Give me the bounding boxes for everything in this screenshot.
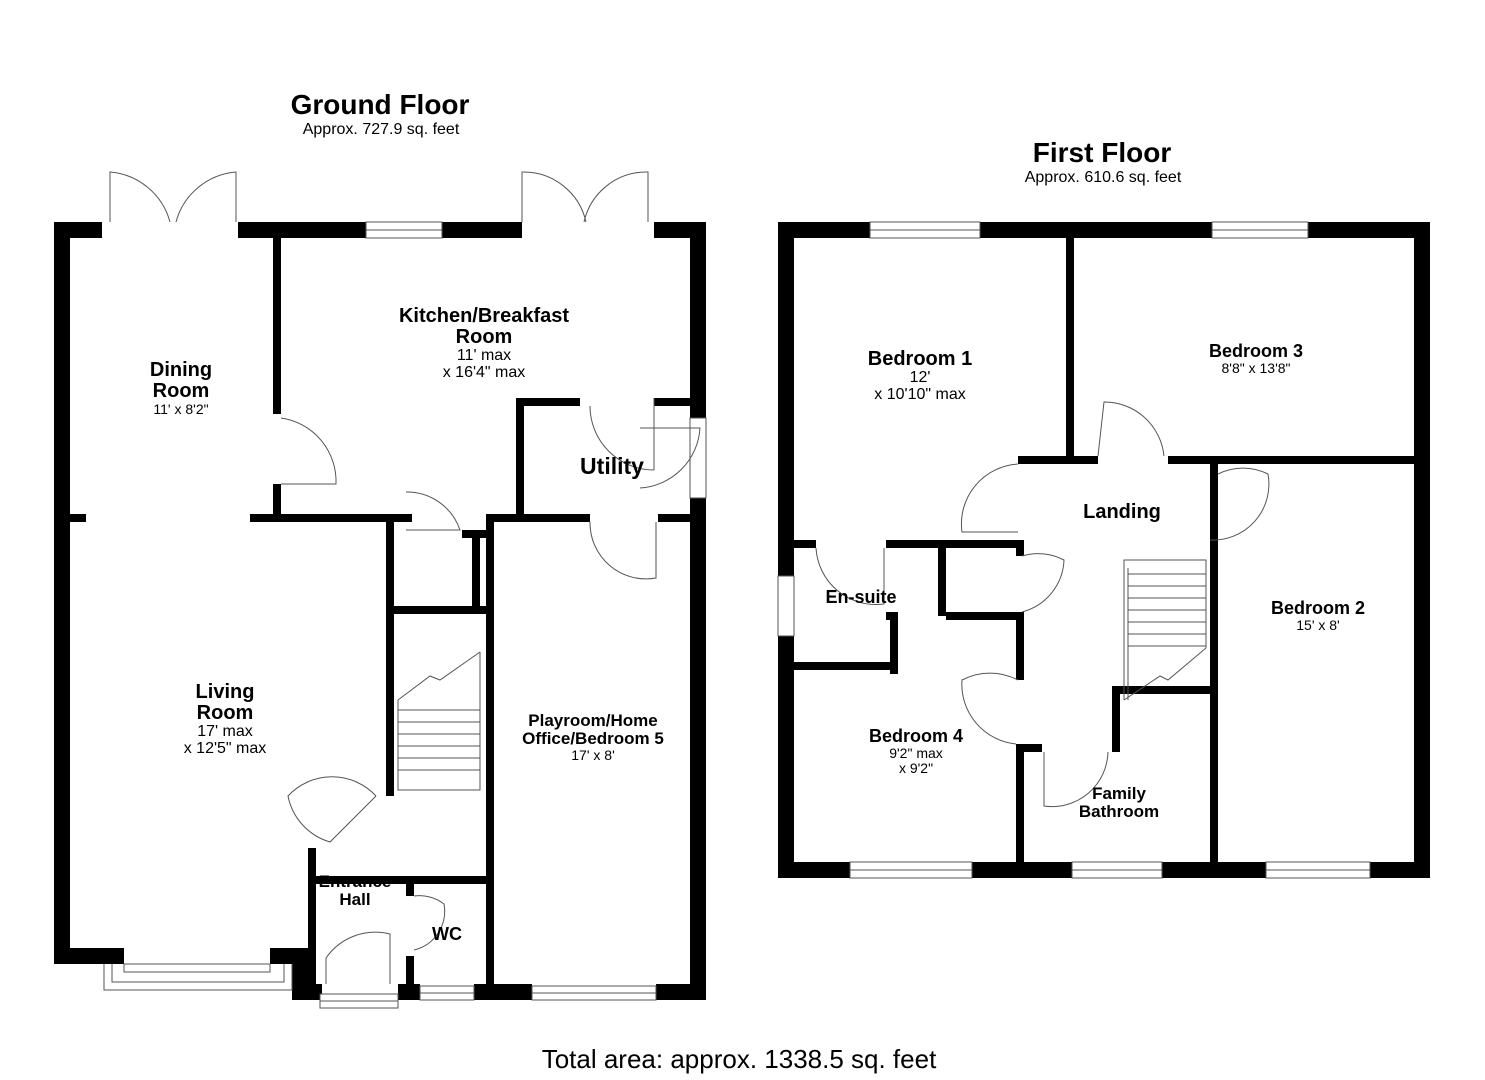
room-label-bedroom-4: Bedroom 4 9'2" max x 9'2"	[869, 727, 963, 775]
room-dimensions: 17' max	[197, 723, 253, 740]
room-dimensions: 9'2" max	[889, 744, 943, 761]
room-name: Office/Bedroom 5	[522, 728, 664, 748]
room-label-bedroom-3: Bedroom 3 8'8" x 13'8"	[1209, 342, 1303, 376]
room-name: Bedroom 4	[868, 726, 964, 746]
room-dimensions: x 16'4" max	[442, 363, 526, 381]
room-label-wc: WC	[432, 925, 462, 944]
room-name: Living	[195, 681, 255, 703]
room-name: WC	[432, 924, 462, 944]
ground-floor-doors	[109, 171, 701, 984]
first-floor-title: First Floor	[1032, 137, 1172, 168]
room-label-bedroom-1: Bedroom 1 12' x 10'10" max	[868, 349, 972, 404]
ground-floor-stairs	[397, 651, 481, 791]
ground-floor-walls	[54, 222, 706, 1000]
room-label-family-bathroom: Family Bathroom	[1079, 785, 1159, 821]
room-dimensions: x 9'2"	[898, 759, 934, 776]
room-label-landing: Landing	[1083, 502, 1161, 523]
room-name: Playroom/Home	[528, 711, 658, 730]
ground-floor-title: Ground Floor	[290, 89, 470, 120]
total-area: Total area: approx. 1338.5 sq. feet	[541, 1044, 937, 1074]
room-name: Room	[455, 326, 513, 348]
first-floor-area: Approx. 610.6 sq. feet	[1024, 169, 1182, 186]
room-dimensions: 8'8" x 13'8"	[1221, 359, 1291, 376]
room-name: Room	[152, 380, 210, 402]
room-label-en-suite: En-suite	[825, 588, 896, 607]
room-name: Utility	[580, 453, 644, 479]
ground-floor-windows	[103, 221, 707, 1009]
room-name: Bedroom 1	[867, 348, 973, 370]
room-name: Entrance	[318, 872, 392, 891]
room-name: Room	[196, 702, 254, 724]
room-name: Hall	[339, 889, 371, 909]
room-dimensions: 11' x 8'2"	[153, 401, 209, 417]
first-floor-plan	[777, 221, 1430, 879]
room-name: Family	[1092, 784, 1146, 803]
room-label-dining-room: Dining Room 11' x 8'2"	[150, 360, 212, 417]
room-name: Bedroom 3	[1208, 341, 1304, 361]
room-name: En-suite	[825, 587, 897, 607]
room-name: Kitchen/Breakfast	[398, 305, 570, 327]
ground-floor-area: Approx. 727.9 sq. feet	[302, 121, 460, 138]
first-floor-doors	[815, 401, 1270, 808]
room-name: Bathroom	[1078, 801, 1160, 821]
room-dimensions: x 12'5" max	[183, 739, 267, 757]
room-label-utility: Utility	[580, 454, 644, 478]
room-label-bedroom-2: Bedroom 2 15' x 8'	[1271, 599, 1365, 633]
room-name: Landing	[1083, 501, 1161, 523]
room-dimensions: 11' max	[456, 347, 512, 364]
first-floor-windows	[777, 221, 1371, 879]
room-dimensions: 17' x 8'	[571, 746, 615, 763]
room-label-entrance-hall: Entrance Hall	[319, 873, 392, 909]
room-label-living-room: Living Room 17' max x 12'5" max	[184, 682, 267, 758]
room-dimensions: x 10'10" max	[874, 385, 966, 403]
room-name: Dining	[149, 359, 213, 381]
room-label-playroom: Playroom/Home Office/Bedroom 5 17' x 8'	[522, 712, 664, 762]
room-name: Bedroom 2	[1270, 598, 1366, 618]
ground-floor-plan	[54, 171, 707, 1009]
first-floor-walls	[778, 222, 1430, 878]
first-floor-stairs	[1123, 559, 1207, 701]
room-dimensions: 12'	[909, 369, 931, 386]
room-dimensions: 15' x 8'	[1296, 616, 1340, 633]
room-label-kitchen: Kitchen/Breakfast Room 11' max x 16'4" m…	[399, 306, 569, 382]
